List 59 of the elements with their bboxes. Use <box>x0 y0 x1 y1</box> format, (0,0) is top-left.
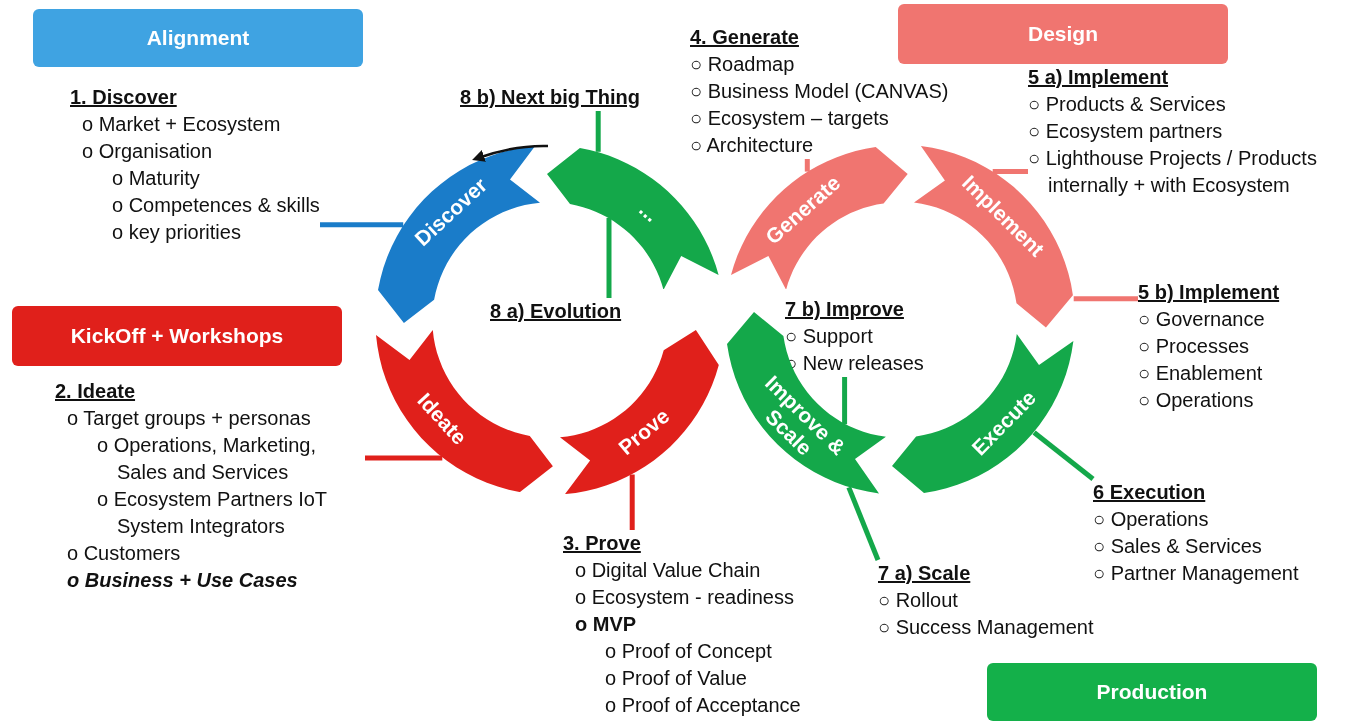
list-item: ○ Operations <box>1138 388 1255 413</box>
leader-line <box>846 486 881 561</box>
list-item: ○ Success Management <box>878 615 1094 640</box>
list-item: ○ Ecosystem partners <box>1028 119 1224 144</box>
list-item: ○ Operations <box>1093 507 1210 532</box>
list-item: o Maturity <box>112 166 201 191</box>
list-item: ○ Business Model (CANVAS) <box>690 79 949 104</box>
list-item: o Business + Use Cases <box>67 568 299 593</box>
list-item: ○ Governance <box>1138 307 1266 332</box>
leader-line <box>992 169 1028 175</box>
section-heading: 4. Generate <box>690 25 799 50</box>
section-heading: 5 a) Implement <box>1028 65 1169 90</box>
section-heading: 3. Prove <box>563 531 641 556</box>
list-item: ○ Ecosystem – targets <box>690 106 890 131</box>
list-item: ○ Products & Services <box>1028 92 1227 117</box>
list-item: o Proof of Acceptance <box>605 693 801 718</box>
list-item: ○ Enablement <box>1138 361 1264 386</box>
section-heading: 8 a) Evolution <box>490 299 622 324</box>
list-item: ○ Rollout <box>878 588 959 613</box>
list-item: ○ Roadmap <box>690 52 796 77</box>
list-item: o Target groups + personas <box>67 406 312 431</box>
list-item: ○ Processes <box>1138 334 1250 359</box>
section-heading: 5 b) Implement <box>1138 280 1280 305</box>
section-heading: 7 b) Improve <box>785 297 904 322</box>
leader-line <box>842 377 848 425</box>
section-heading: 2. Ideate <box>55 379 136 404</box>
section-heading: 8 b) Next big Thing <box>460 85 640 110</box>
list-item: o key priorities <box>112 220 242 245</box>
leader-line <box>320 222 404 228</box>
leader-line <box>1073 296 1138 302</box>
list-item: o Proof of Concept <box>605 639 773 664</box>
list-item: o Market + Ecosystem <box>82 112 282 137</box>
list-item: o Competences & skills <box>112 193 320 218</box>
leader-line <box>595 111 601 152</box>
leader-line <box>365 455 443 461</box>
leader-line <box>1032 430 1095 481</box>
stage-banner: KickOff + Workshops <box>12 306 342 366</box>
leader-line <box>606 217 612 298</box>
segment-label: ... <box>634 196 665 228</box>
leader-line <box>629 474 635 530</box>
list-item: ○ Partner Management <box>1093 561 1299 586</box>
list-item: o MVP <box>575 612 638 637</box>
section-heading: 1. Discover <box>70 85 177 110</box>
list-item: o Ecosystem Partners IoT System Integrators <box>97 487 328 539</box>
list-item: o Proof of Value <box>605 666 748 691</box>
section-heading: 6 Execution <box>1093 480 1206 505</box>
list-item: o Digital Value Chain <box>575 558 762 583</box>
list-item: o Customers <box>67 541 182 566</box>
stage-banner: Design <box>898 4 1228 64</box>
list-item: o Ecosystem - readiness <box>575 585 795 610</box>
list-item: ○ Sales & Services <box>1093 534 1263 559</box>
list-item: ○ Lighthouse Projects / Products internally + with Ecosystem <box>1028 146 1318 196</box>
section-heading: 7 a) Scale <box>878 561 971 586</box>
stage-banner: Alignment <box>33 9 363 67</box>
leader-line <box>804 159 810 172</box>
list-item: ○ Architecture <box>690 133 815 158</box>
list-item: ○ Support <box>785 324 874 349</box>
list-item: o Organisation <box>82 139 214 164</box>
stage-banner: Production <box>987 663 1317 721</box>
